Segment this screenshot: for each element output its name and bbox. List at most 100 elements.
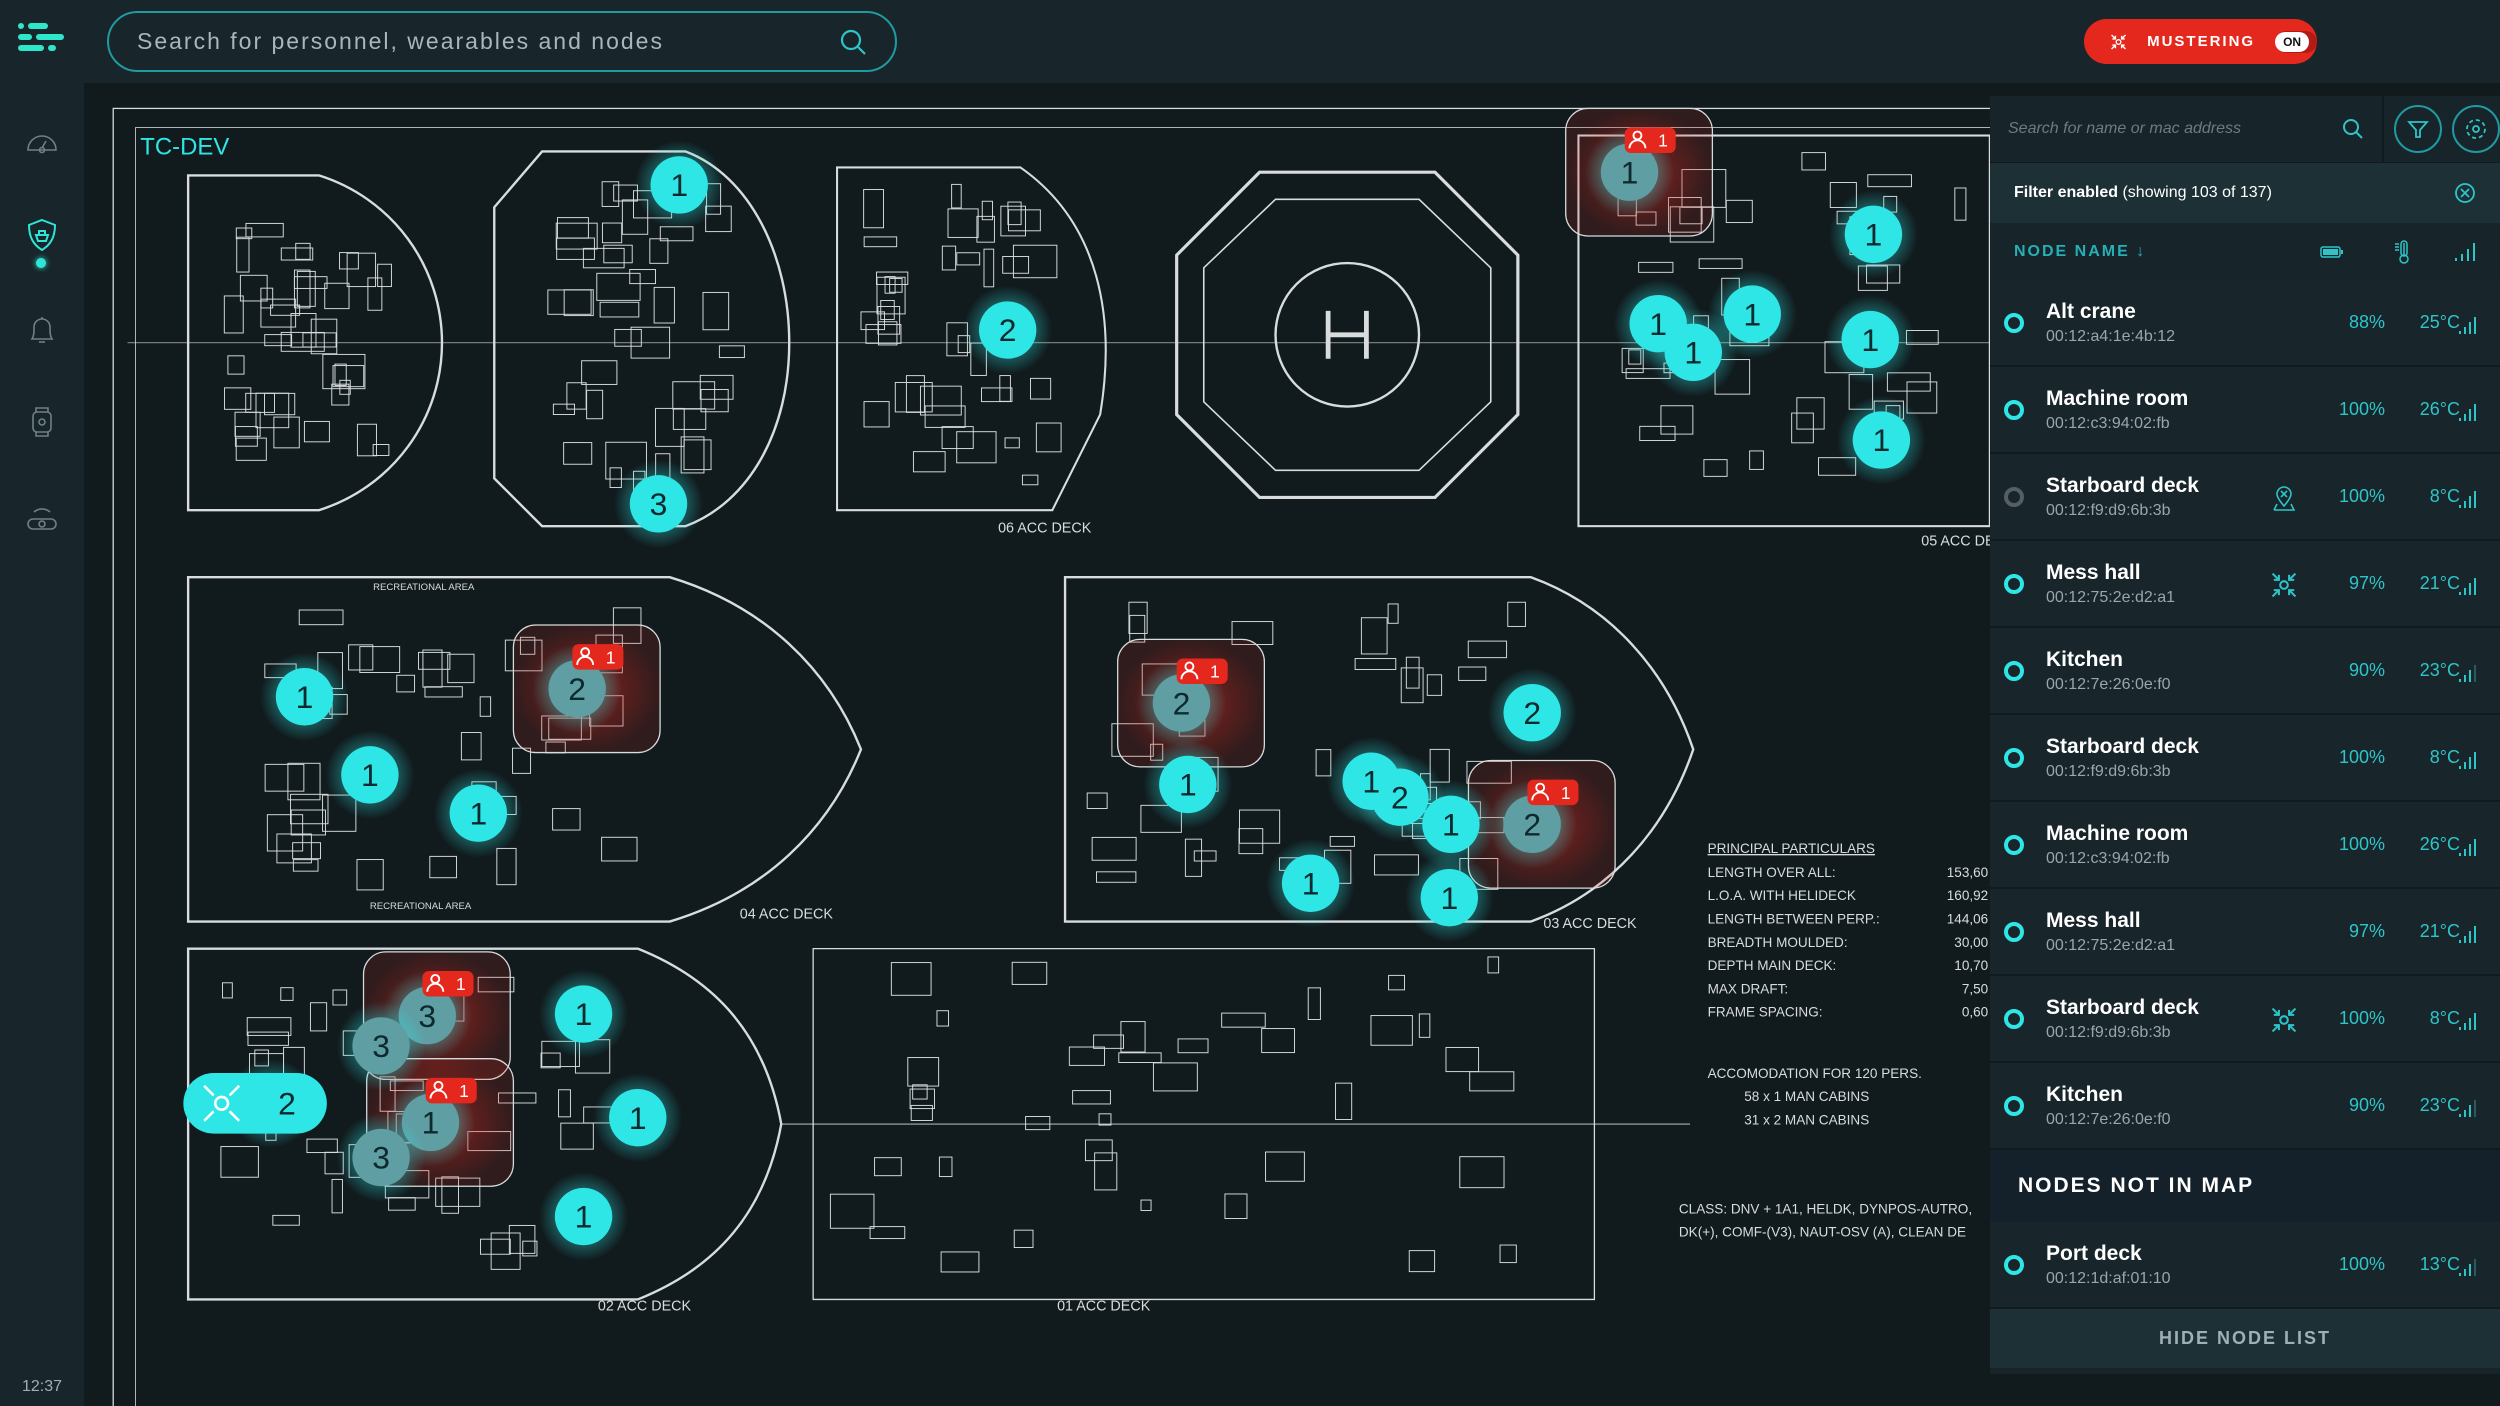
alert-badge: 1 xyxy=(1527,779,1579,806)
battery-icon[interactable] xyxy=(2320,245,2344,259)
mustering-toggle-button[interactable]: MUSTERING ON xyxy=(2084,19,2317,64)
search-icon[interactable] xyxy=(2342,118,2364,140)
marker-count: 3 xyxy=(372,1028,390,1064)
hide-node-list-button[interactable]: HIDE NODE LIST xyxy=(1990,1309,2500,1368)
node-mac: 00:12:c3:94:02:fb xyxy=(2046,414,2170,432)
nav-wearables[interactable] xyxy=(22,402,62,442)
map-marker[interactable] xyxy=(1406,779,1496,869)
room-outline xyxy=(512,747,532,774)
room-outline xyxy=(983,248,995,288)
room-outline xyxy=(223,387,252,410)
person-icon xyxy=(1628,130,1647,149)
map-marker[interactable] xyxy=(259,652,350,742)
room-outline xyxy=(924,405,966,428)
status-indicator xyxy=(2004,1095,2024,1116)
marker-circle xyxy=(609,1088,667,1147)
map-marker[interactable] xyxy=(336,1112,426,1203)
marker-circle xyxy=(629,475,688,533)
map-marker[interactable] xyxy=(963,285,1053,375)
map-marker[interactable] xyxy=(613,459,704,549)
map-marker[interactable] xyxy=(1487,668,1577,758)
node-search-input[interactable] xyxy=(2008,120,2342,138)
nav-ship-safety[interactable] xyxy=(22,215,62,255)
room-outline xyxy=(1639,425,1676,441)
nav-dashboard[interactable] xyxy=(22,122,62,162)
map-marker[interactable] xyxy=(1707,269,1797,359)
person-icon xyxy=(429,1080,448,1099)
marker-circle xyxy=(275,668,334,726)
temperature-icon[interactable] xyxy=(2394,239,2412,264)
room-outline xyxy=(246,1017,292,1036)
room-outline xyxy=(356,423,377,457)
mustering-switch[interactable]: ON xyxy=(2275,30,2317,53)
filter-button[interactable] xyxy=(2394,105,2442,153)
person-icon xyxy=(426,974,445,992)
room-outline xyxy=(655,407,685,447)
signal-strength-icon xyxy=(2459,926,2476,943)
room-outline xyxy=(863,401,890,428)
status-indicator xyxy=(2004,921,2024,942)
particulars-value: 144,06 xyxy=(1947,911,1988,926)
marker-count: 2 xyxy=(999,312,1017,348)
room-outline xyxy=(1007,201,1022,226)
map-marker[interactable] xyxy=(1404,853,1494,943)
map-marker[interactable] xyxy=(336,1001,426,1091)
room-outline xyxy=(1487,956,1500,974)
map-marker[interactable] xyxy=(1836,395,1927,485)
marker-circle xyxy=(554,1187,613,1246)
room-outline xyxy=(829,1193,875,1229)
room-outline xyxy=(1507,601,1526,627)
nav-nodes[interactable] xyxy=(22,500,62,540)
map-marker[interactable] xyxy=(325,730,415,820)
menu-logo-icon[interactable] xyxy=(18,22,66,54)
filter-status: Filter enabled (showing 103 of 137) xyxy=(1990,163,2500,223)
room-outline xyxy=(324,282,350,310)
map-marker[interactable] xyxy=(538,1171,629,1262)
sort-node-name[interactable]: NODE NAME ↓ xyxy=(2014,242,2147,260)
area-label: RECREATIONAL AREA xyxy=(373,582,475,593)
marker-count: 1 xyxy=(1865,217,1883,253)
map-marker[interactable] xyxy=(1828,189,1919,280)
map-marker[interactable] xyxy=(593,1073,683,1163)
map-marker[interactable] xyxy=(538,969,629,1059)
blueprint-canvas[interactable]: 06 ACC DECK 05 ACC DECK 04 ACC DECK 03 A… xyxy=(84,83,1990,1406)
filter-enabled-label: Filter enabled xyxy=(2014,184,2119,201)
map-marker[interactable] xyxy=(1825,294,1915,385)
room-outline xyxy=(1801,152,1826,171)
map-marker[interactable] xyxy=(1265,838,1356,928)
marker-circle xyxy=(548,660,606,718)
search-icon[interactable] xyxy=(839,28,867,56)
map-marker[interactable] xyxy=(634,140,724,230)
map-marker[interactable] xyxy=(183,1058,327,1148)
global-search[interactable] xyxy=(107,11,897,72)
room-outline xyxy=(981,387,1013,403)
node-battery: 97% xyxy=(2348,921,2385,941)
node-battery: 97% xyxy=(2348,573,2385,593)
map-marker[interactable] xyxy=(1143,739,1233,830)
deck-label: 02 ACC DECK xyxy=(598,1299,692,1315)
deck-map[interactable]: 06 ACC DECK 05 ACC DECK 04 ACC DECK 03 A… xyxy=(84,83,1990,1406)
signal-icon[interactable] xyxy=(2454,242,2476,262)
status-indicator xyxy=(2004,834,2024,855)
global-search-input[interactable] xyxy=(137,28,839,55)
locate-button[interactable] xyxy=(2452,105,2500,153)
map-marker[interactable] xyxy=(433,768,523,858)
particulars-label: L.O.A. WITH HELIDECK xyxy=(1708,888,1856,903)
particulars-value: 0,60 xyxy=(1962,1005,1988,1020)
particulars-value: 30,00 xyxy=(1954,935,1988,950)
nav-alerts[interactable] xyxy=(22,310,62,350)
room-outline xyxy=(260,298,297,328)
clear-filter-icon[interactable] xyxy=(2454,182,2476,204)
